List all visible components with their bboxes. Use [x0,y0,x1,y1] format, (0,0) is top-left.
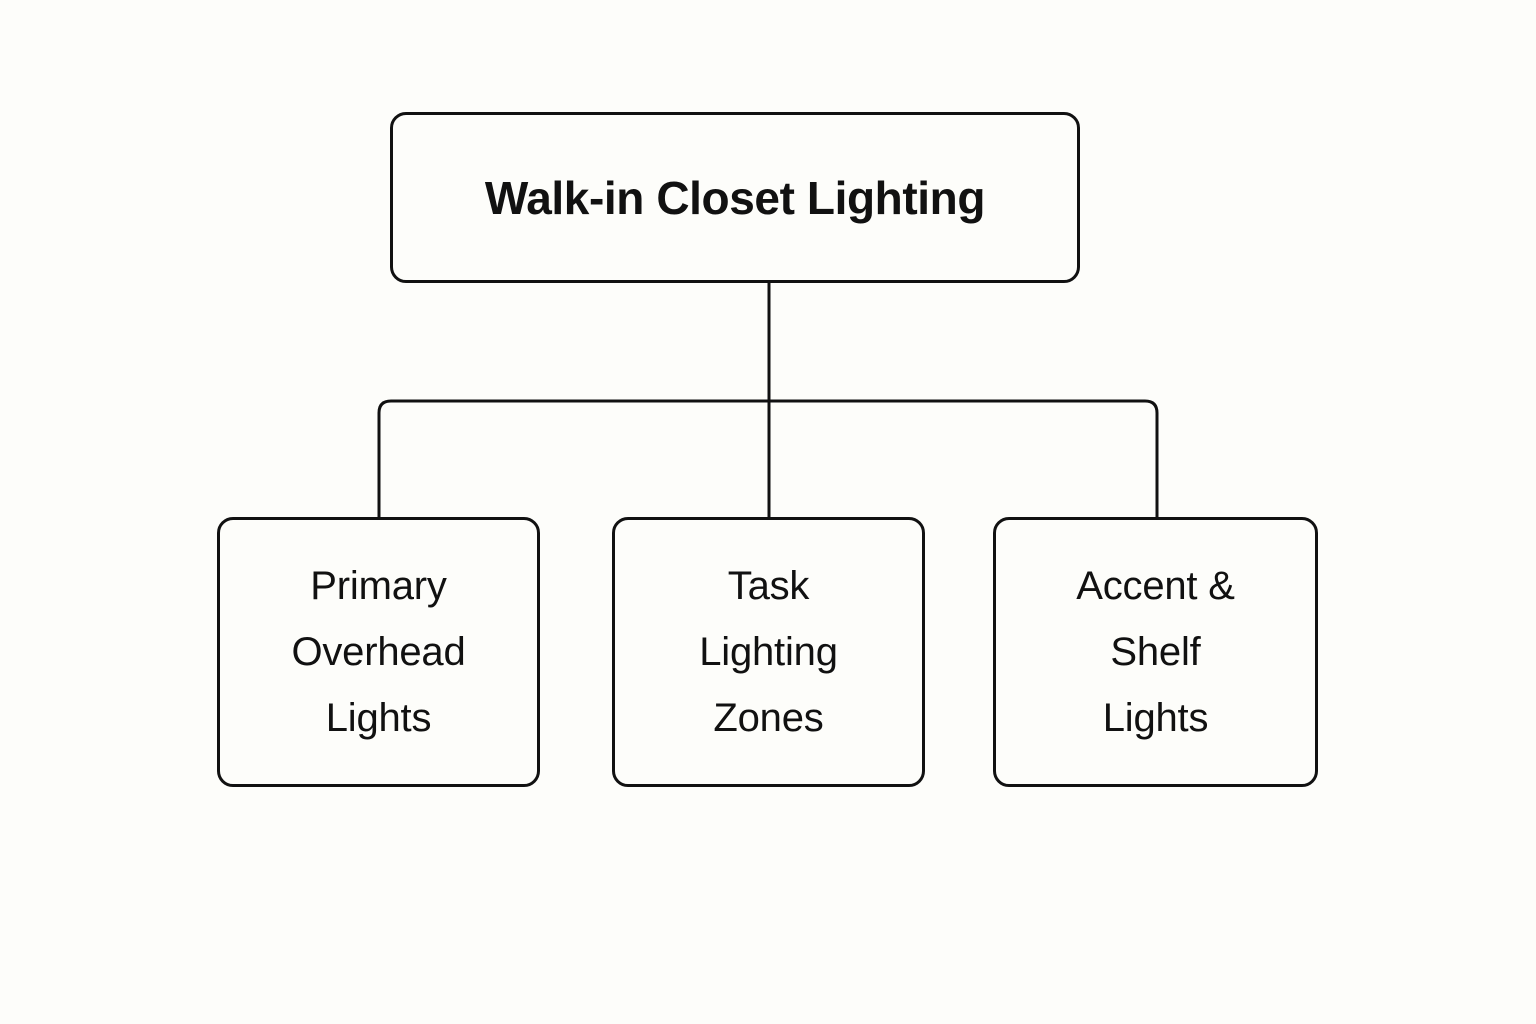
node-root-label: Walk-in Closet Lighting [484,171,986,224]
node-primary-overhead-lights[interactable]: Primary Overhead Lights [217,517,540,787]
node-root[interactable]: Walk-in Closet Lighting [390,112,1080,283]
node-accent-shelf-lights[interactable]: Accent & Shelf Lights [993,517,1318,787]
node-child-label: Accent & Shelf Lights [1076,564,1235,740]
node-task-lighting-zones[interactable]: Task Lighting Zones [612,517,925,787]
node-child-label: Task Lighting Zones [699,564,838,740]
node-child-label: Primary Overhead Lights [291,564,466,740]
connector-branch-left [377,399,769,517]
connector-branch-right [769,399,1159,517]
